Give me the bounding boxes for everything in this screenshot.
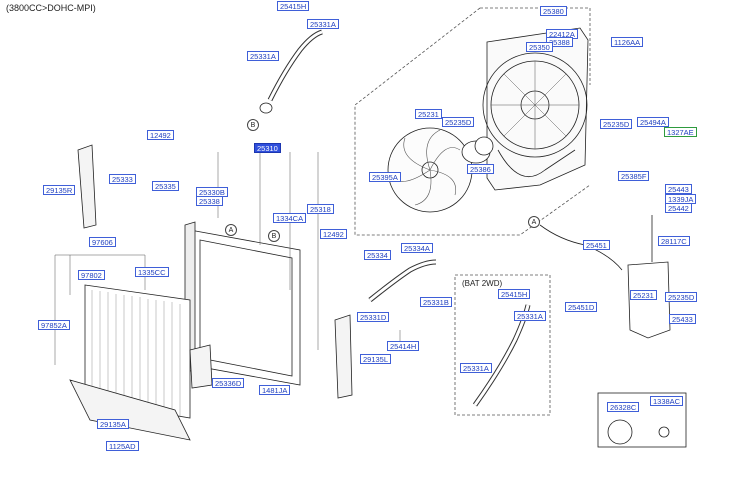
part-number[interactable]: 25231 (415, 109, 442, 119)
part-number[interactable]: 25331A (307, 19, 339, 29)
part-number[interactable]: 25380 (540, 6, 567, 16)
part-number[interactable]: 29135R (43, 185, 76, 195)
part-number[interactable]: 25415H (277, 1, 310, 11)
part-number[interactable]: 29135A (97, 419, 129, 429)
engine-spec-header: (3800CC>DOHC-MPI) (6, 3, 96, 13)
part-number[interactable]: 25331B (420, 297, 452, 307)
part-number-selected[interactable]: 25310 (254, 143, 281, 153)
part-number[interactable]: 1126AA (611, 37, 644, 47)
part-number[interactable]: 25318 (307, 204, 334, 214)
part-number[interactable]: 25451D (565, 302, 598, 312)
part-number[interactable]: 25386 (467, 164, 494, 174)
part-number[interactable]: 25338 (196, 196, 223, 206)
part-number[interactable]: 25235D (442, 117, 475, 127)
callout-ref: B (247, 119, 259, 131)
part-number[interactable]: 28117C (658, 236, 690, 246)
part-number[interactable]: 25331A (514, 311, 546, 321)
part-number[interactable]: 25415H (498, 289, 531, 299)
subassembly-label: (BAT 2WD) (462, 279, 503, 288)
part-number[interactable]: 25414H (387, 341, 420, 351)
part-number[interactable]: 25433 (669, 314, 696, 324)
part-number[interactable]: 97802 (78, 270, 105, 280)
callout-ref: A (225, 224, 237, 236)
callout-ref: B (268, 230, 280, 242)
part-number[interactable]: 25235D (665, 292, 698, 302)
callout-ref: A (528, 216, 540, 228)
part-number[interactable]: 12492 (320, 229, 347, 239)
part-number[interactable]: 97852A (38, 320, 70, 330)
part-number[interactable]: 25334 (364, 250, 391, 260)
part-number[interactable]: 25443 (665, 184, 692, 194)
part-number[interactable]: 1327AE (664, 127, 697, 137)
part-number[interactable]: 29135L (360, 354, 392, 364)
part-number[interactable]: 25336D (212, 378, 245, 388)
part-number[interactable]: 25442 (665, 203, 692, 213)
part-number[interactable]: 25395A (369, 172, 401, 182)
part-number[interactable]: 1481JA (259, 385, 291, 395)
part-number[interactable]: 25451 (583, 240, 610, 250)
part-number[interactable]: 25231 (630, 290, 657, 300)
part-number[interactable]: 1334CA (273, 213, 307, 223)
part-number[interactable]: 25385F (618, 171, 650, 181)
part-number[interactable]: 25335 (152, 181, 179, 191)
part-number[interactable]: 25331A (247, 51, 279, 61)
part-number[interactable]: 97606 (89, 237, 116, 247)
part-number[interactable]: 25331A (460, 363, 492, 373)
part-number[interactable]: 25331D (357, 312, 390, 322)
part-number[interactable]: 25494A (637, 117, 669, 127)
part-number[interactable]: 25333 (109, 174, 136, 184)
part-number[interactable]: 25235D (600, 119, 633, 129)
part-number[interactable]: 25334A (401, 243, 433, 253)
part-number[interactable]: 1125AD (106, 441, 139, 451)
part-number[interactable]: 26328C (607, 402, 640, 412)
part-number[interactable]: 25350 (526, 42, 553, 52)
part-number[interactable]: 12492 (147, 130, 174, 140)
part-number[interactable]: 1338AC (650, 396, 684, 406)
part-number[interactable]: 1335CC (135, 267, 169, 277)
